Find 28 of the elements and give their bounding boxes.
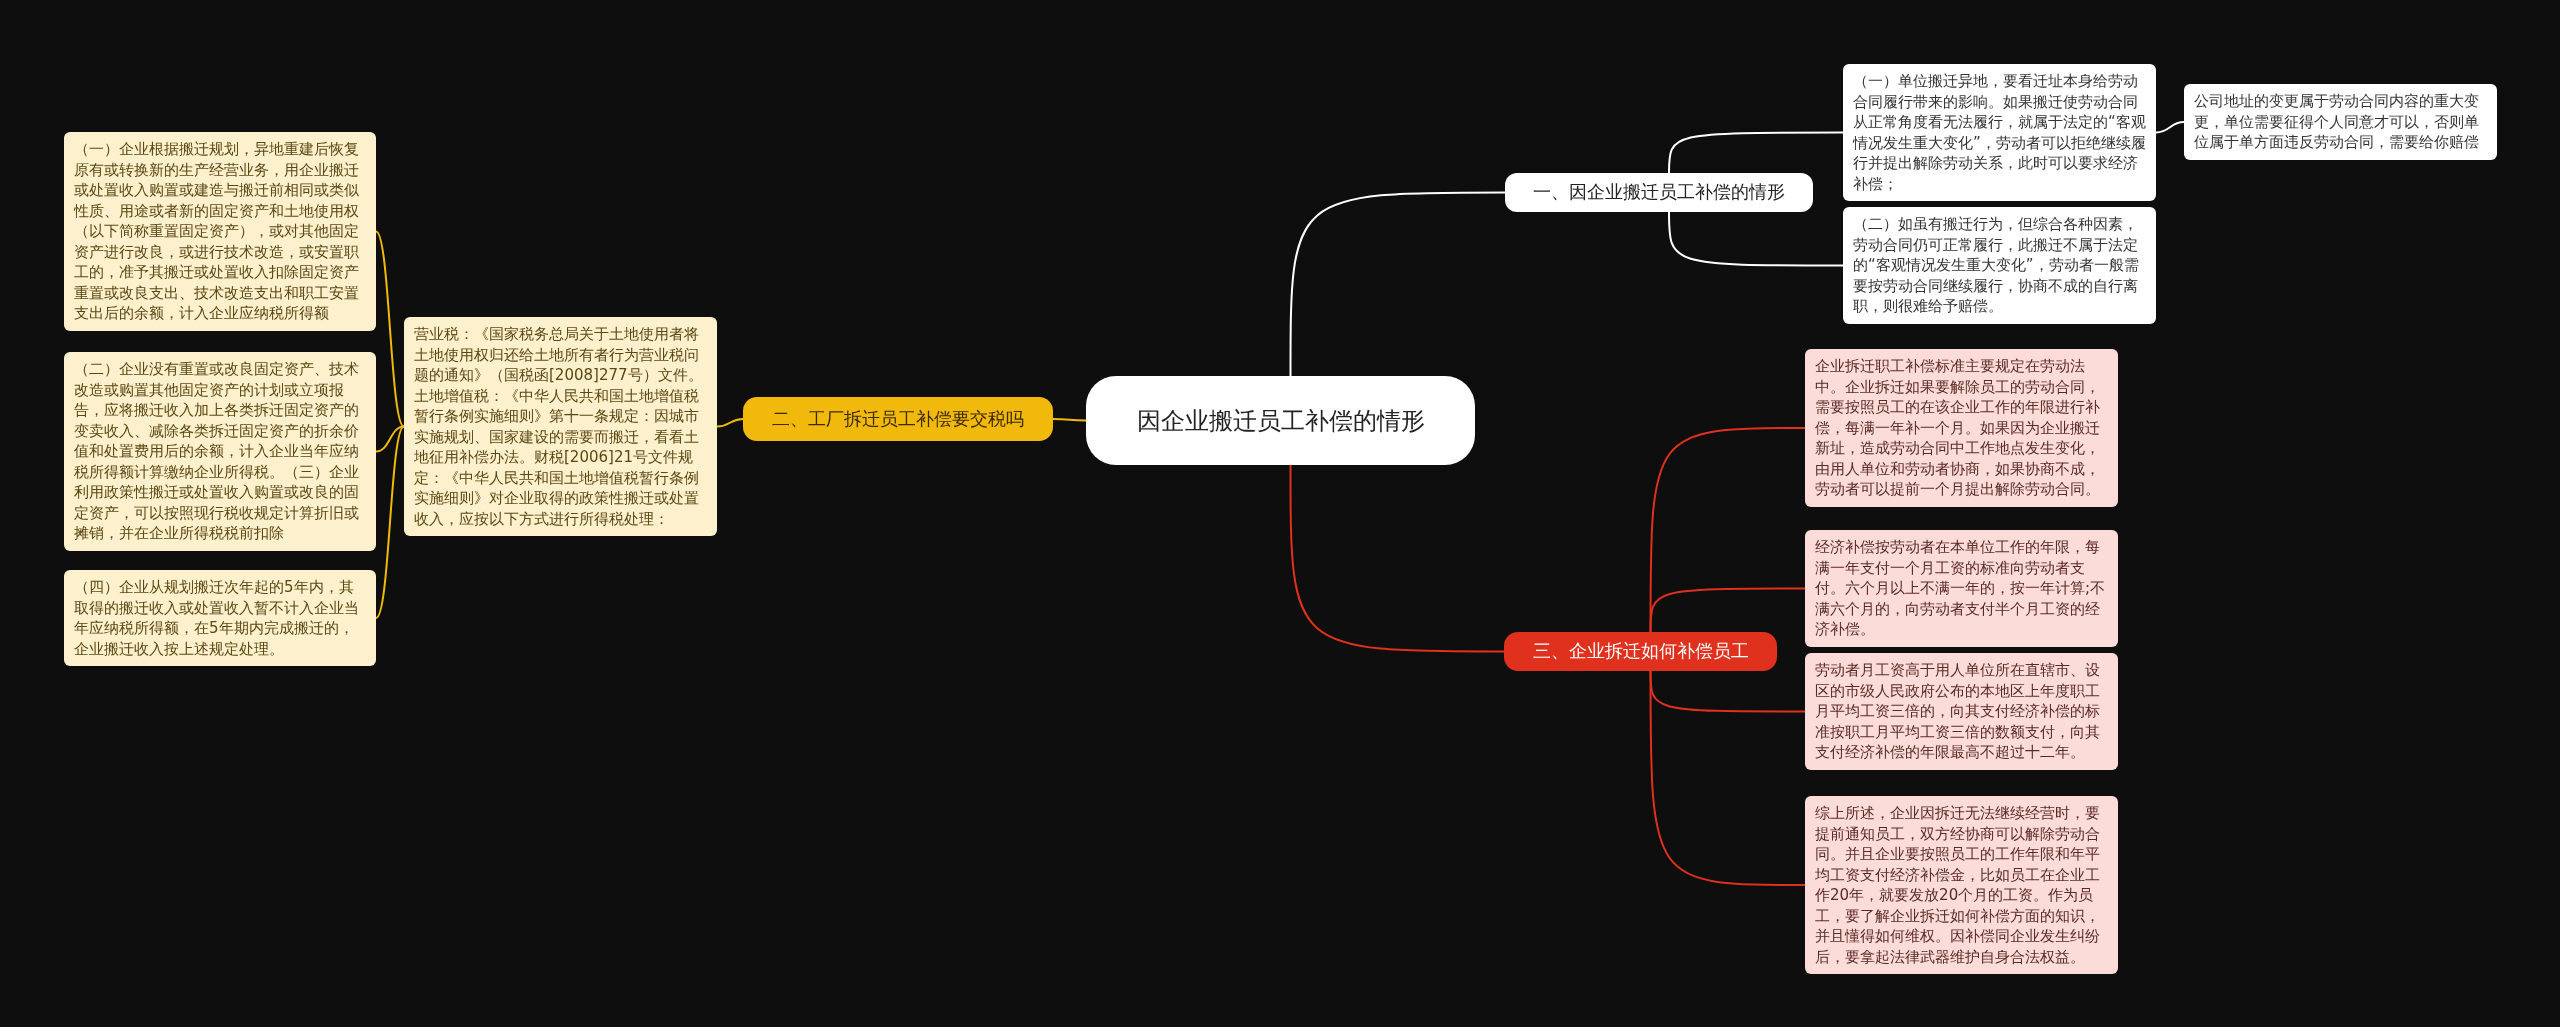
connector-line	[1289, 464, 1505, 653]
connector-line	[1289, 191, 1506, 377]
note-card: （二）企业没有重置或改良固定资产、技术改造或购置其他固定资产的计划或立项报告，应将搬迁收入加上各类拆迁固定资产的变卖收入、减除各类拆迁固定资产的折余价值和处置费用后的余额，计入企业当年应纳税所得额计算缴纳企业所得税。（三）企业利用政策性搬迁或处置收入购置或改良的固定资产，可以按照现行税收规定计算折旧或摊销，并在企业所得税税前扣除	[64, 352, 376, 551]
note-card: 企业拆迁职工补偿标准主要规定在劳动法中。企业拆迁如果要解除员工的劳动合同，需要按照员工的在该企业工作的年限进行补偿，每满一年补一个月。如果因为企业搬迁新址，造成劳动合同中工作地点发生变化，由用人单位和劳动者协商，如果协商不成，劳动者可以提前一个月提出解除劳动合同。	[1805, 349, 2118, 507]
connector-line	[1668, 211, 1844, 267]
connector-line	[1649, 670, 1806, 886]
connector-line	[716, 418, 744, 428]
branch-topic: 一、因企业搬迁员工补偿的情形	[1505, 173, 1813, 212]
note-card: 公司地址的变更属于劳动合同内容的重大变更，单位需要征得个人同意才可以，否则单位属于单方面违反劳动合同，需要给你赔偿	[2184, 84, 2497, 160]
connector-line	[375, 425, 405, 453]
connector-line	[1649, 587, 1806, 633]
note-card: 劳动者月工资高于用人单位所在直辖市、设区的市级人民政府公布的本地区上年度职工月平均工资三倍的，向其支付经济补偿的标准按职工月平均工资三倍的数额支付，向其支付经济补偿的年限最高不超过十二年。	[1805, 653, 2118, 770]
connector-line	[2155, 121, 2185, 134]
note-card: 经济补偿按劳动者在本单位工作的年限，每满一年支付一个月工资的标准向劳动者支付。六个月以上不满一年的，按一年计算;不满六个月的，向劳动者支付半个月工资的经济补偿。	[1805, 530, 2118, 647]
connector-line	[1668, 131, 1844, 174]
note-card: （一）企业根据搬迁规划，异地重建后恢复原有或转换新的生产经营业务，用企业搬迁或处置收入购置或建造与搬迁前相同或类似性质、用途或者新的固定资产和土地使用权（以下简称重置固定资产），或对其他固定资产进行改良，或进行技术改造，或安置职工的，准予其搬迁或处置收入扣除固定资产重置或改良支出、技术改造支出和职工安置支出后的余额，计入企业应纳税所得额	[64, 132, 376, 331]
note-card: 综上所述，企业因拆迁无法继续经营时，要提前通知员工，双方经协商可以解除劳动合同。并且企业要按照员工的工作年限和年平均工资支付经济补偿金，比如员工在企业工作20年，就要发放20个月的工资。作为员工，要了解企业拆迁如何补偿方面的知识，并且懂得如何维权。因补偿同企业发生纠纷后，要拿起法律武器维护自身合法权益。	[1805, 796, 2118, 974]
connector-line	[1649, 427, 1806, 633]
connector-line	[1052, 418, 1087, 422]
branch-topic: 三、企业拆迁如何补偿员工	[1504, 632, 1777, 671]
note-card: 营业税：《国家税务总局关于土地使用者将土地使用权归还给土地所有者行为营业税问题的通知》（国税函[2008]277号）文件。土地增值税：《中华人民共和国土地增值税暂行条例实施细则》第十一条规定：因城市实施规划、国家建设的需要而搬迁，看看土地征用补偿办法。财税[2006]21号文件规定：《中华人民共和国土地增值税暂行条例实施细则》对企业取得的政策性搬迁或处置收入，应按以下方式进行所得税处理：	[404, 317, 717, 536]
central-topic: 因企业搬迁员工补偿的情形	[1086, 376, 1475, 465]
note-card: （一）单位搬迁异地，要看迁址本身给劳动合同履行带来的影响。如果搬迁使劳动合同从正常角度看无法履行，就属于法定的“客观情况发生重大变化”，劳动者可以拒绝继续履行并提出解除劳动关系，此时可以要求经济补偿；	[1843, 64, 2156, 201]
branch-topic: 二、工厂拆迁员工补偿要交税吗	[743, 397, 1053, 441]
note-card: （四）企业从规划搬迁次年起的5年内，其取得的搬迁收入或处置收入暂不计入企业当年应纳税所得额，在5年期内完成搬迁的，企业搬迁收入按上述规定处理。	[64, 570, 376, 666]
connector-line	[375, 230, 405, 428]
note-card: （二）如虽有搬迁行为，但综合各种因素，劳动合同仍可正常履行，此搬迁不属于法定的“客观情况发生重大变化”，劳动者一般需要按劳动合同继续履行，协商不成的自行离职，则很难给予赔偿。	[1843, 207, 2156, 324]
connector-line	[375, 425, 405, 619]
